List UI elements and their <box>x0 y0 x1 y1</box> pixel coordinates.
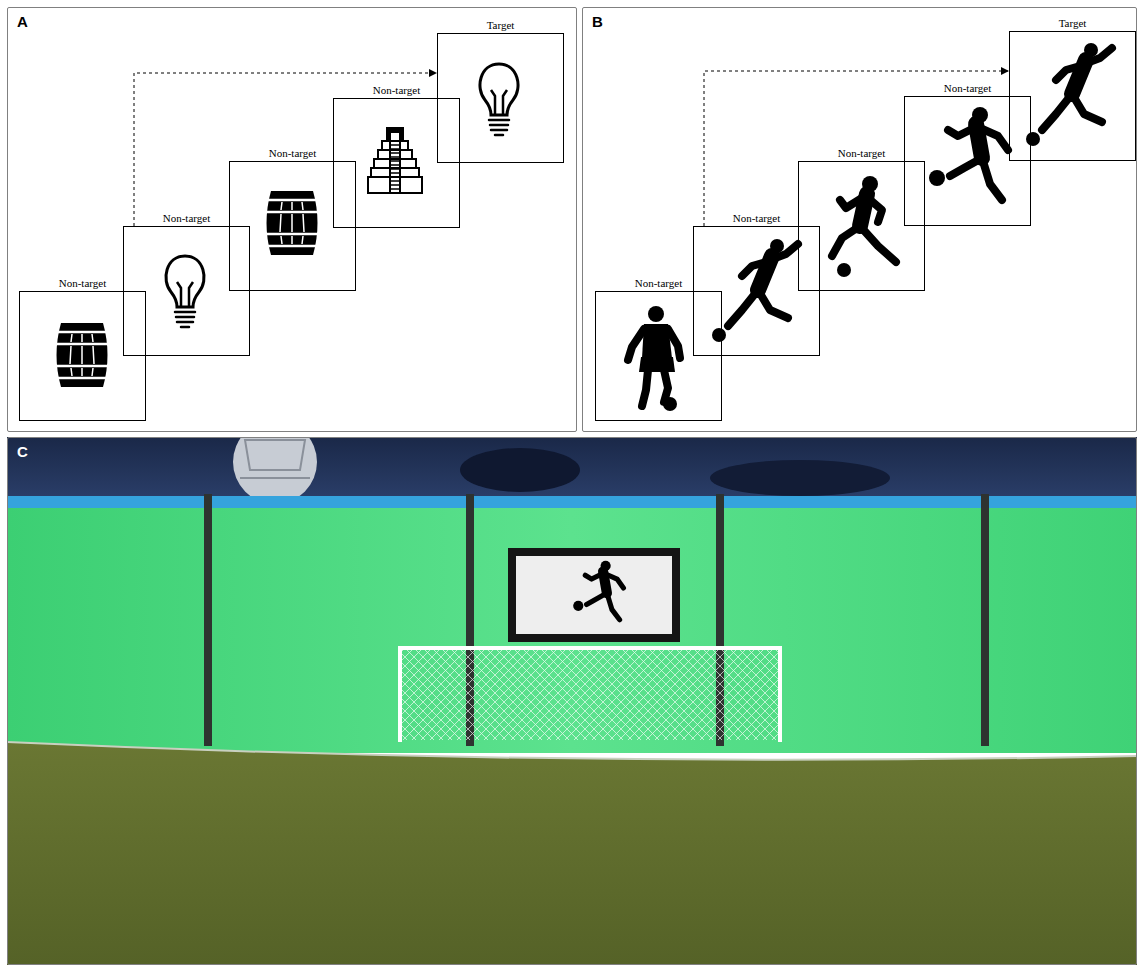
trial-label: Non-target <box>230 147 355 160</box>
stimulus-frame: Non-target <box>333 98 460 228</box>
player-silhouette <box>712 239 798 342</box>
goal-net <box>402 650 778 740</box>
panel-letter: B <box>583 8 603 30</box>
barrel-icon <box>56 323 108 387</box>
trial-label: Non-target <box>694 212 819 225</box>
simulator-photo <box>7 437 1137 965</box>
ball-graphic <box>233 437 317 504</box>
pyramid-icon <box>368 127 422 193</box>
trial-label: Target <box>438 19 563 32</box>
trial-label: Non-target <box>124 212 249 225</box>
player-silhouette <box>573 561 623 620</box>
stimulus-frame: Non-target <box>19 291 146 421</box>
blue-strip <box>7 496 1137 510</box>
player-silhouette <box>1026 43 1112 146</box>
stimulus-frame: Non-target <box>904 96 1031 226</box>
stimulus-frame: Non-target <box>123 226 250 356</box>
trial-label: Non-target <box>905 82 1030 95</box>
floor-edge <box>7 742 1137 760</box>
green-screens <box>7 508 1137 753</box>
panel-letter: C <box>8 438 28 460</box>
display-screen <box>516 556 672 634</box>
ceiling-band <box>7 437 1137 501</box>
figure-panel: BNon-targetNon-targetNon-targetNon-targe… <box>582 7 1137 432</box>
player-silhouette <box>628 306 680 411</box>
stimulus-frame: Non-target <box>693 226 820 356</box>
player-silhouette <box>929 107 1008 200</box>
trial-label: Non-target <box>334 84 459 97</box>
barrel-icon <box>266 191 318 255</box>
bulb-icon <box>166 256 204 327</box>
n-back-arrow <box>704 71 1009 226</box>
figure-panel: C <box>7 437 1137 965</box>
screen-posts <box>204 494 989 746</box>
stimulus-frame: Non-target <box>798 161 925 291</box>
ceiling-figure <box>460 448 580 492</box>
stimulus-frame: Target <box>437 33 564 163</box>
trial-label: Non-target <box>799 147 924 160</box>
turf-floor <box>7 742 1137 965</box>
trial-label: Target <box>1010 17 1135 30</box>
figure-panel: ANon-targetNon-targetNon-targetNon-targe… <box>7 7 577 432</box>
goal-frame <box>400 648 780 742</box>
trial-label: Non-target <box>596 277 721 290</box>
stimulus-frame: Non-target <box>229 161 356 291</box>
task-a-icons <box>56 64 518 387</box>
trial-label: Non-target <box>20 277 145 290</box>
bulb-icon <box>480 64 518 135</box>
task-b-silhouettes <box>628 43 1112 411</box>
panel-letter: A <box>8 8 28 30</box>
display-frame <box>508 548 680 642</box>
stimulus-frame: Non-target <box>595 291 722 421</box>
player-silhouette <box>832 176 896 277</box>
stimulus-frame: Target <box>1009 31 1136 161</box>
